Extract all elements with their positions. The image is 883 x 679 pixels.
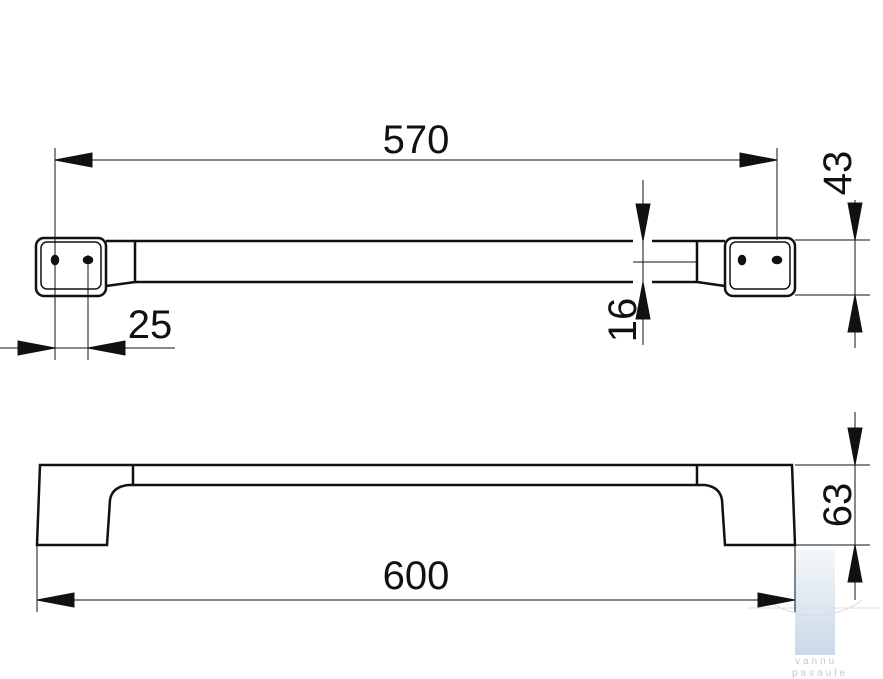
label-16: 16 (601, 298, 645, 343)
label-43: 43 (816, 151, 860, 196)
top-view (34, 236, 797, 298)
watermark-logo: vannu pasaule (748, 550, 880, 679)
label-63: 63 (816, 483, 860, 528)
front-view (35, 463, 797, 547)
dimension-63 (795, 412, 870, 600)
label-25: 25 (128, 303, 173, 347)
dimension-570 (54, 148, 778, 360)
watermark-text-2: pasaule (792, 668, 848, 679)
dimension-16 (633, 180, 697, 345)
dimension-25 (0, 255, 175, 360)
watermark-text-1: vannu (795, 656, 837, 667)
dimension-600 (36, 545, 796, 612)
label-570: 570 (383, 118, 450, 162)
dimension-43 (795, 200, 870, 348)
label-600: 600 (383, 554, 450, 598)
